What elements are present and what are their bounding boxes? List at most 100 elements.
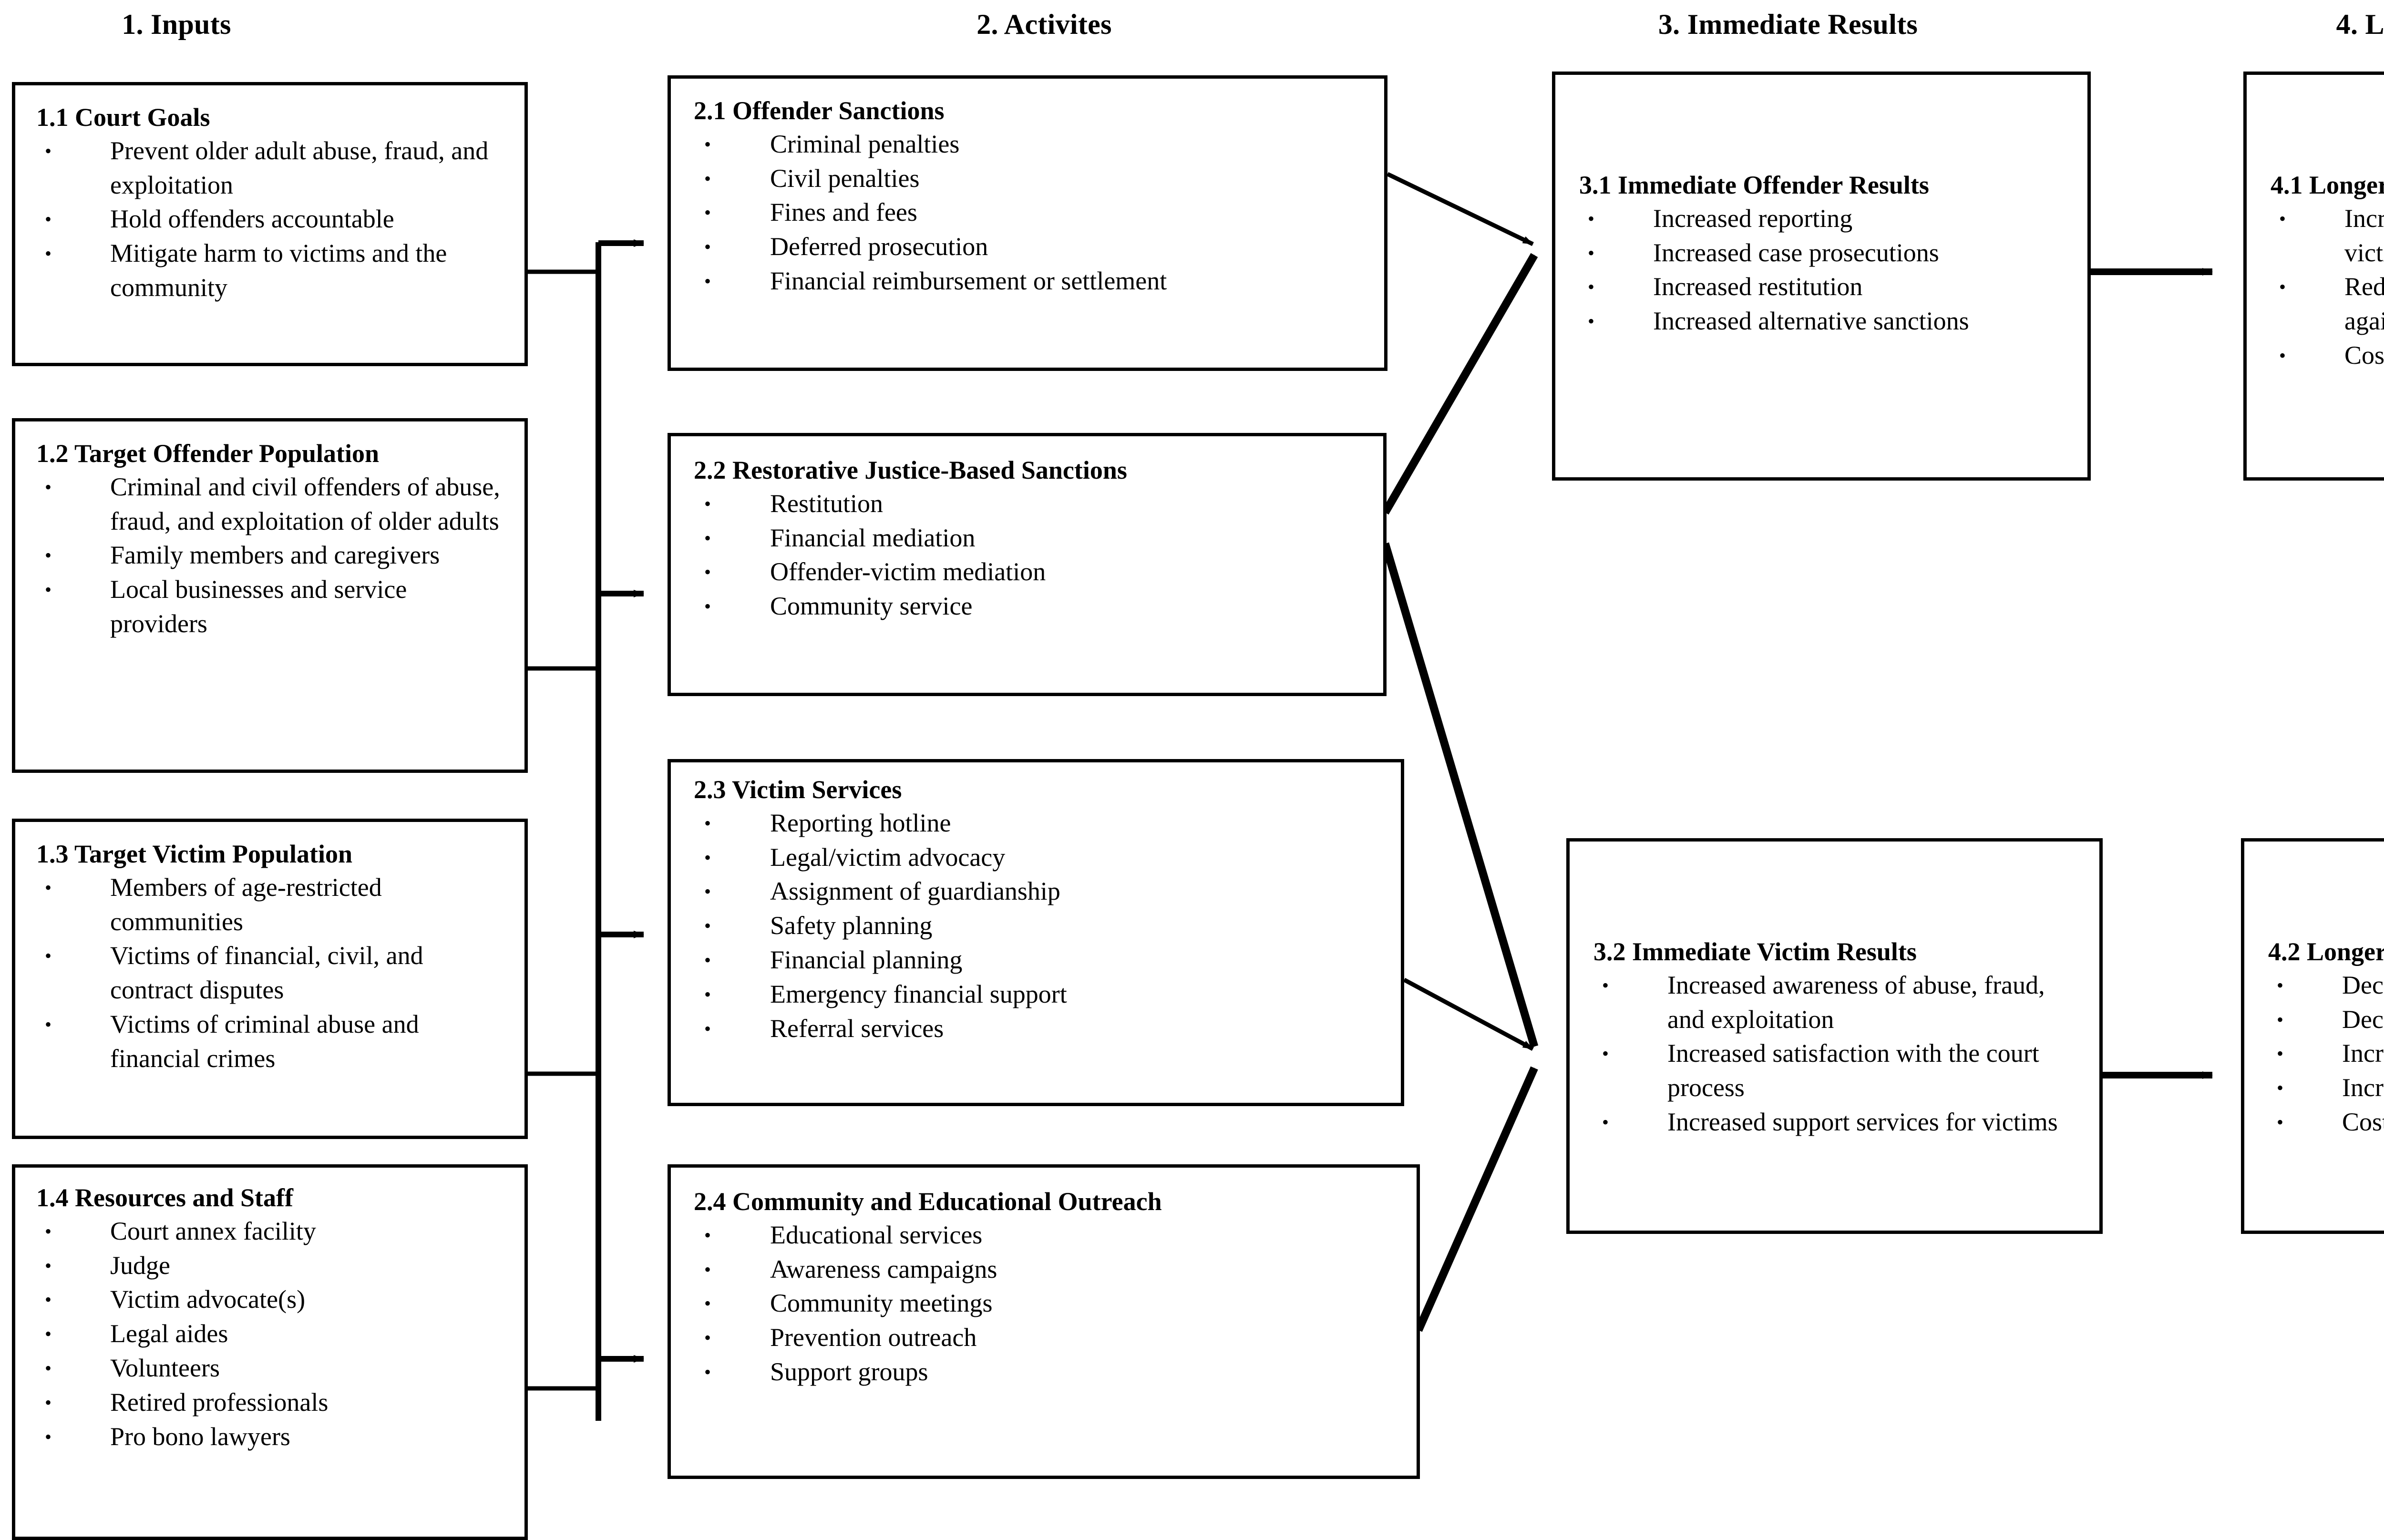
box-title: 1.1 Court Goals	[36, 103, 210, 132]
list-item: •Cost-effectiveness	[2271, 339, 2384, 373]
bullet-glyph: •	[45, 1391, 52, 1413]
box-title: 1.4 Resources and Staff	[36, 1183, 293, 1212]
bullet-glyph: •	[704, 133, 711, 155]
box-1-1-court-goals[interactable]: 1.1 Court Goals •Prevent older adult abu…	[12, 82, 528, 366]
bullet-glyph: •	[704, 812, 711, 834]
bullet-glyph: •	[2279, 207, 2286, 229]
column-header-activites: 2. Activites	[976, 9, 1112, 40]
bullet-glyph: •	[45, 208, 52, 230]
bullet-glyph: •	[2279, 344, 2286, 366]
bullet-glyph: •	[704, 202, 711, 224]
list-item: •Increased community efficacy	[2268, 1071, 2384, 1105]
bullet-list: •Criminal and civil offenders of abuse, …	[36, 470, 507, 641]
list-item: •Pro bono lawyers	[36, 1420, 507, 1454]
list-item: •Retired professionals	[36, 1386, 507, 1420]
box-4-2-longer-term-victim-outcomes[interactable]: 4.2 Longer-term Victim Outcomes •Decreas…	[2241, 838, 2384, 1234]
list-item: •Awareness campaigns	[694, 1253, 1402, 1287]
bullet-glyph: •	[45, 1013, 52, 1035]
bullet-glyph: •	[1588, 207, 1595, 229]
bullet-glyph: •	[45, 579, 52, 601]
bullet-glyph: •	[704, 949, 711, 971]
list-item: •Increased case prosecutions	[1579, 236, 2075, 270]
bullet-glyph: •	[1602, 1111, 1609, 1133]
bullet-list: •Educational services •Awareness campaig…	[694, 1218, 1402, 1389]
bullet-glyph: •	[45, 1254, 52, 1276]
bullet-glyph: •	[45, 544, 52, 566]
result-to-outcome-arrows	[2088, 268, 2213, 1079]
box-title: 4.2 Longer-term Victim Outcomes	[2268, 937, 2384, 966]
list-item: •Increased awareness of abuse, fraud, an…	[1593, 968, 2087, 1037]
bullet-glyph: •	[704, 270, 711, 292]
arrow-2-3-to-3-2	[1403, 978, 1534, 1051]
list-item: •Prevention outreach	[694, 1321, 1402, 1355]
bullet-glyph: •	[45, 1220, 52, 1242]
list-item: •Court annex facility	[36, 1214, 507, 1249]
list-item: •Victims of financial, civil, and contra…	[36, 939, 507, 1007]
list-item: •Family members and caregiv­ers	[36, 538, 507, 573]
bullet-glyph: •	[45, 876, 52, 898]
box-2-1-offender-sanctions[interactable]: 2.1 Offender Sanctions •Criminal penalti…	[668, 75, 1387, 371]
list-item: •Increased alternative sanctions	[1579, 304, 2075, 339]
box-4-1-longer-term-offender-outcomes[interactable]: 4.1 Longer-Term Offender Out­comes •Incr…	[2243, 72, 2384, 481]
bullet-glyph: •	[45, 243, 52, 265]
bullet-list: •Restitution •Financial mediation •Offen…	[694, 487, 1369, 624]
list-item: •Fines and fees	[694, 195, 1370, 230]
column-header-longer-term-outcomes: 4. Longer-Term Outcomes	[2336, 9, 2384, 40]
arrow-2-2-to-3-2	[1381, 542, 1539, 1048]
list-item: •Safety planning	[694, 909, 1387, 943]
bullet-glyph: •	[1588, 242, 1595, 264]
list-item: •Financial planning	[694, 943, 1387, 977]
bullet-glyph: •	[45, 1426, 52, 1448]
bullet-glyph: •	[45, 476, 52, 498]
bullet-glyph: •	[704, 236, 711, 258]
arrow-2-4-to-3-2	[1415, 1066, 1538, 1332]
bullet-glyph: •	[2277, 1043, 2284, 1065]
bullet-list: •Reporting hotline •Legal/victim advocac…	[694, 806, 1387, 1046]
list-item: •Civil penalties	[694, 162, 1370, 196]
list-item: •Victims of criminal abuse and financial…	[36, 1007, 507, 1076]
bullet-glyph: •	[1602, 974, 1609, 996]
arrow-2-1-to-3-1	[1387, 172, 1534, 246]
list-item: •Educational services	[694, 1218, 1402, 1253]
bullet-list: •Increased empathy for older adult victi…	[2271, 202, 2384, 373]
bullet-glyph: •	[704, 1327, 711, 1349]
bullet-list: •Prevent older adult abuse, fraud, and e…	[36, 134, 505, 305]
bullet-glyph: •	[704, 1293, 711, 1314]
bullet-glyph: •	[704, 595, 711, 617]
bullet-glyph: •	[704, 915, 711, 937]
box-3-2-immediate-victim-results[interactable]: 3.2 Immediate Victim Results •Increased …	[1566, 838, 2103, 1234]
activity-to-result-arrows	[1381, 172, 1539, 1332]
box-2-2-restorative-justice-based-sanctions[interactable]: 2.2 Restorative Justice-Based Sanctions …	[668, 433, 1387, 696]
list-item: •Referral services	[694, 1012, 1387, 1046]
box-2-3-victim-services[interactable]: 2.3 Victim Services •Reporting hotline •…	[668, 759, 1404, 1106]
bullet-glyph: •	[1588, 310, 1595, 332]
bullet-glyph: •	[2279, 276, 2286, 298]
box-3-1-immediate-offender-results[interactable]: 3.1 Immediate Offender Results •Increase…	[1552, 72, 2091, 481]
list-item: •Emergency financial support	[694, 977, 1387, 1012]
bullet-glyph: •	[704, 561, 711, 583]
arrow-2-2-to-3-1	[1381, 253, 1538, 515]
column-header-inputs: 1. Inputs	[122, 9, 231, 40]
box-2-4-community-and-educational-outreach[interactable]: 2.4 Community and Educational Outreach •…	[668, 1164, 1420, 1479]
list-item: •Volunteers	[36, 1351, 507, 1386]
box-title: 2.1 Offender Sanctions	[694, 96, 945, 125]
box-1-2-target-offender-population[interactable]: 1.2 Target Offender Population •Criminal…	[12, 418, 528, 773]
list-item: •Members of age-restricted communities	[36, 871, 507, 939]
box-1-3-target-victim-population[interactable]: 1.3 Target Victim Population •Members of…	[12, 819, 528, 1139]
box-1-4-resources-and-staff[interactable]: 1.4 Resources and Staff •Court annex fac…	[12, 1164, 528, 1540]
box-title: 2.4 Community and Educational Outreach	[694, 1187, 1162, 1216]
list-item: •Financial reimbursement or settlement	[694, 264, 1370, 298]
list-item: •Increased empathy for older adult victi…	[2271, 202, 2384, 270]
list-item: •Reporting hotline	[694, 806, 1387, 841]
list-item: •Mitigate harm to victims and the commun…	[36, 236, 505, 305]
bullet-glyph: •	[2277, 1111, 2284, 1133]
bullet-list: •Criminal penalties •Civil penalties •Fi…	[694, 127, 1370, 298]
bullet-glyph: •	[704, 1017, 711, 1039]
bullet-list: •Decreased victimization •Decreased revi…	[2268, 968, 2384, 1140]
box-title: 3.2 Immediate Victim Results	[1593, 937, 1917, 966]
bullet-glyph: •	[45, 140, 52, 162]
bullet-glyph: •	[704, 1224, 711, 1246]
bullet-glyph: •	[704, 527, 711, 549]
column-header-immediate-results: 3. Immediate Results	[1658, 9, 1918, 40]
